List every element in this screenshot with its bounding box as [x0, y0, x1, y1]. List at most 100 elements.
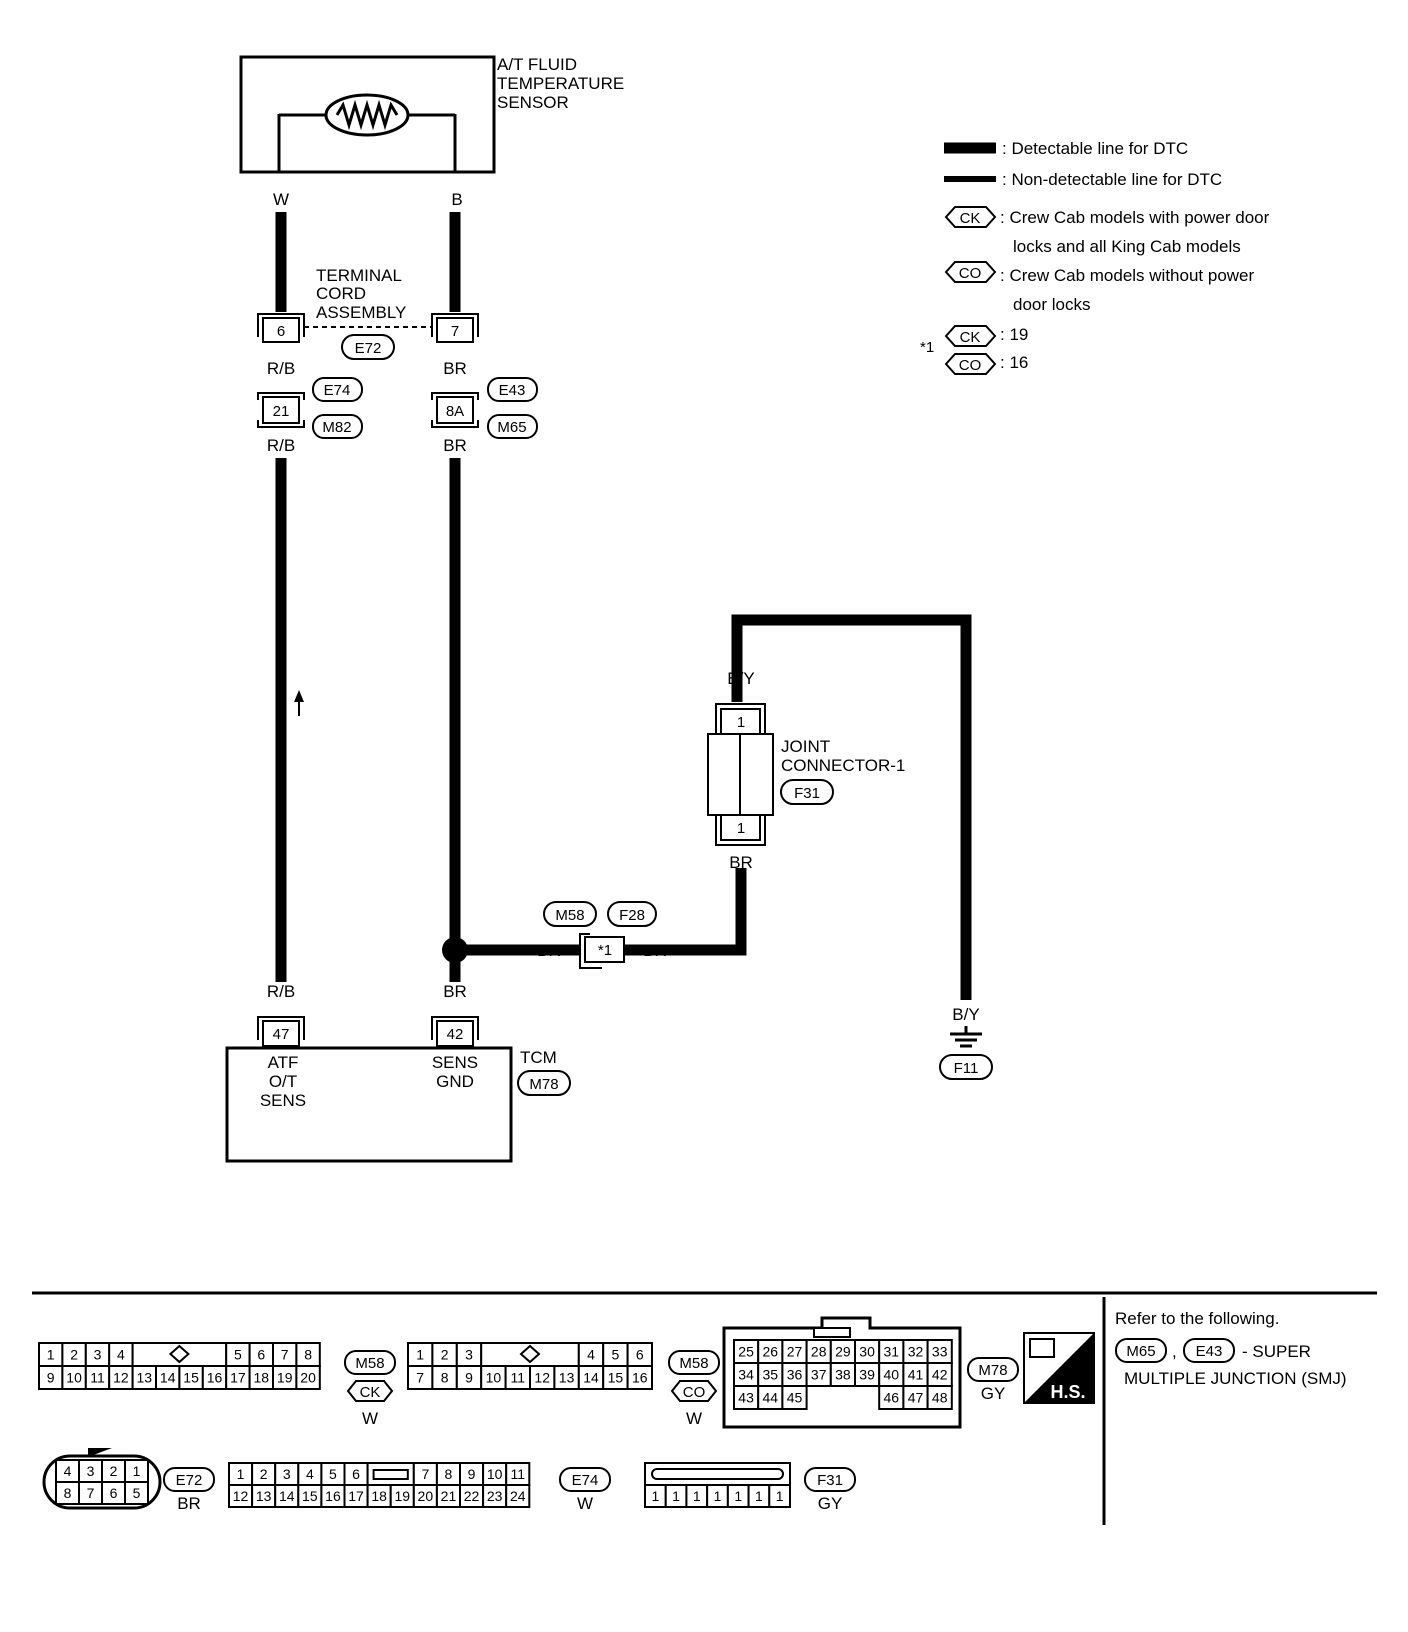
e74-pin: 13: [256, 1488, 272, 1504]
m78-pin: 48: [932, 1390, 948, 1406]
f31-pin: 1: [734, 1488, 742, 1504]
m58co-pin: 15: [608, 1370, 624, 1386]
tcm-module: R/B BR 47 42 ATF O/T SENS SENS GND TCM M…: [225, 982, 571, 1163]
terminal-cord-assembly: TERMINAL CORD ASSEMBLY 6 7 E72: [257, 266, 479, 360]
e74-pin: 10: [487, 1466, 503, 1482]
legend-co-val: : 16: [1000, 353, 1028, 372]
ground-f11: B/Y F11: [939, 1005, 993, 1080]
m78-pin: 41: [908, 1367, 924, 1383]
m58ck-pin: 6: [257, 1347, 265, 1363]
m78-cell: [926, 1385, 953, 1410]
connector-e43: E43: [499, 382, 526, 399]
m58ck-cell: [295, 1365, 321, 1390]
e74-latch: [372, 1469, 409, 1480]
connector-e74: E74: [324, 382, 351, 399]
wire-rb-2: R/B: [267, 436, 295, 455]
arrow-up-icon: [294, 690, 304, 716]
terminal-cord-pin-7: 7: [451, 323, 459, 340]
m58ck-pin: 12: [113, 1370, 129, 1386]
m58co-pin: 5: [612, 1347, 620, 1363]
m58ck-pin: 17: [230, 1370, 246, 1386]
tcm-right-label-1: SENS: [432, 1053, 478, 1072]
f31-pin: 1: [693, 1488, 701, 1504]
tcm-pin-47: 47: [273, 1026, 290, 1043]
e72-key: [88, 1448, 112, 1457]
e72-pin: 6: [110, 1485, 118, 1501]
e72-color: BR: [177, 1494, 201, 1513]
refer-m65: M65: [1126, 1343, 1155, 1360]
m58ck-pin: 18: [254, 1370, 270, 1386]
m78-pin: 27: [787, 1344, 803, 1360]
key-diamond-icon: [519, 1344, 541, 1364]
m58co-pin: 16: [632, 1370, 648, 1386]
legend-star: *1: [920, 339, 934, 356]
refer-note: Refer to the following. M65 , E43 - SUPE…: [1115, 1309, 1347, 1388]
m58co-cell: [626, 1365, 653, 1390]
legend-ck-tag-2: CK: [960, 329, 981, 346]
m58ck-pin: 11: [90, 1370, 105, 1386]
e74-pin: 14: [279, 1488, 295, 1504]
e74-id: E74: [572, 1472, 599, 1489]
m58co-pin: 4: [587, 1347, 595, 1363]
junction-pin-21: 21: [273, 403, 290, 420]
wire-br-2: BR: [443, 436, 467, 455]
wire-br-tcm: BR: [443, 982, 467, 1001]
e74-pin: 22: [464, 1488, 480, 1504]
e72-pin: 5: [133, 1485, 141, 1501]
m58-co-id: M58: [679, 1355, 708, 1372]
m58co-pin: 1: [416, 1347, 424, 1363]
m78-pin: 31: [884, 1344, 900, 1360]
refer-line-2: - SUPER: [1242, 1342, 1311, 1361]
fluid-temp-sensor: A/T FLUID TEMPERATURE SENSOR W B: [239, 55, 624, 209]
wire-rb-1: R/B: [267, 359, 295, 378]
tcm-right-label-2: GND: [436, 1072, 474, 1091]
wire-br-1: BR: [443, 359, 467, 378]
m78-pin: 45: [787, 1390, 803, 1406]
wire-br-joint: BR: [729, 853, 753, 872]
tcm-left-label-3: SENS: [260, 1091, 306, 1110]
key-diamond-icon: [168, 1344, 190, 1364]
tcm-name: TCM: [520, 1048, 557, 1067]
f31-pin: 1: [776, 1488, 784, 1504]
m58co-pin: 14: [583, 1370, 599, 1386]
e72-pin: 1: [133, 1463, 141, 1479]
m78-id: M78: [978, 1362, 1007, 1379]
legend-ck-desc-2: locks and all King Cab models: [1013, 237, 1241, 256]
legend-ck-val: : 19: [1000, 325, 1028, 344]
e74-pin: 9: [468, 1466, 476, 1482]
legend-ck-tag: CK: [960, 210, 981, 227]
e74-pin: 12: [233, 1488, 249, 1504]
sensor-pin-w: W: [273, 190, 289, 209]
joint-connector-1: B/Y 1 1 JOINT CONNECTOR-1 F31 BR: [707, 669, 905, 872]
m78-latch: [813, 1327, 851, 1338]
e74-pin: 18: [371, 1488, 387, 1504]
m58co-pin: 7: [416, 1370, 424, 1386]
e74-pin: 2: [260, 1466, 268, 1482]
legend: : Detectable line for DTC : Non-detectab…: [920, 139, 1270, 375]
m78-pin: 47: [908, 1390, 924, 1406]
connector-f11: F11: [954, 1060, 979, 1077]
f31-color: GY: [818, 1494, 843, 1513]
connector-m82: M82: [322, 419, 351, 436]
tcm-left-label-2: O/T: [269, 1072, 297, 1091]
m78-pin: 29: [835, 1344, 851, 1360]
splice-dot: [442, 937, 468, 963]
e74-pin: 7: [421, 1466, 429, 1482]
e74-pin: 8: [445, 1466, 453, 1482]
legend-co-desc-2: door locks: [1013, 295, 1090, 314]
m58-co-color: W: [686, 1409, 702, 1428]
terminal-cord-label-3: ASSEMBLY: [316, 303, 406, 322]
e72-pin: 3: [87, 1463, 95, 1479]
mid-connector-pin: *1: [598, 942, 612, 959]
m58co-pin: 3: [465, 1347, 473, 1363]
m78-pin: 28: [811, 1344, 827, 1360]
sensor-label-1: A/T FLUID: [497, 55, 577, 74]
m58ck-pin: 19: [277, 1370, 293, 1386]
m58ck-pin: 8: [304, 1347, 312, 1363]
m78-pin: 30: [859, 1344, 875, 1360]
m78-pin: 38: [835, 1367, 851, 1383]
